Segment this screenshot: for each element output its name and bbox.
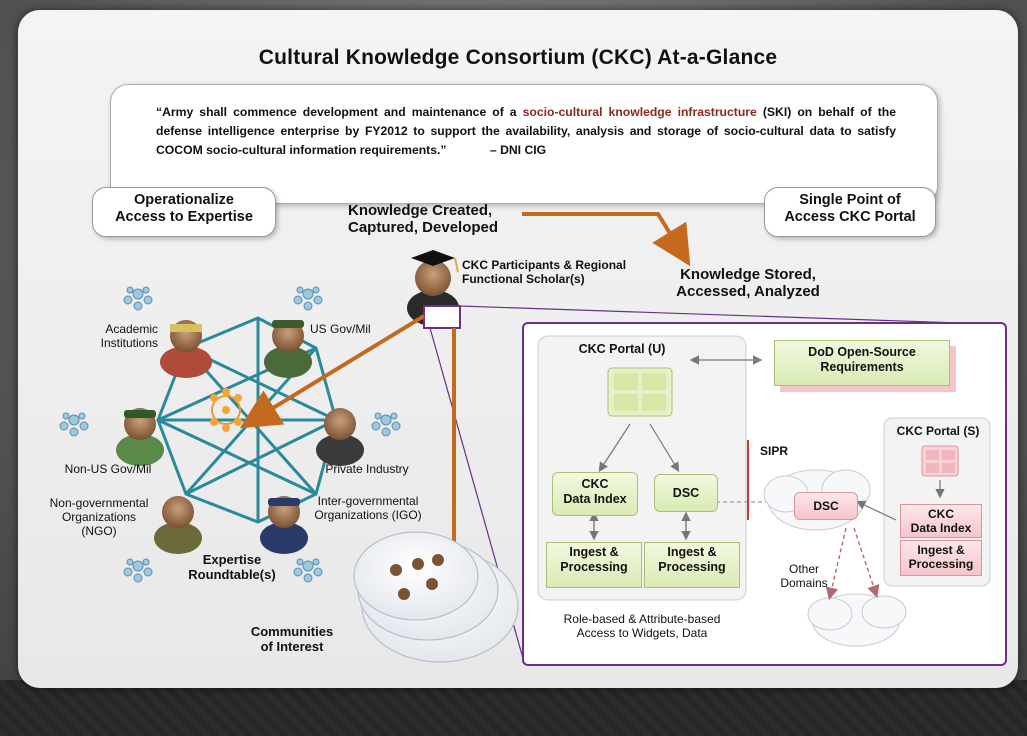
usgov-label: US Gov/Mil [310,322,371,336]
ckc-index-s-line1: CKC [928,507,954,521]
ngo-line1: Non-governmental [49,496,149,510]
usgov-avatar-icon [264,320,312,378]
scholar-line1: CKC Participants & Regional [462,258,627,272]
academic-avatar-icon [160,320,212,378]
access-line2: Access to Widgets, Data [576,626,708,640]
portal-u-label: CKC Portal (U) [578,342,666,356]
roundtable-label: Expertise Roundtable(s) [182,552,282,582]
academic-label: Academic Institutions [68,322,158,350]
molecule-icon [371,412,401,437]
access-label: Role-based & Attribute-based Access to W… [542,612,742,640]
molecule-icon [293,286,323,311]
ngo-line3: (NGO) [81,524,117,538]
portal-s-label: CKC Portal (S) [896,424,980,438]
knowledge-stored-label: Knowledge Stored, Accessed, Analyzed [658,266,838,300]
nonus-avatar-icon [116,408,164,466]
dod-line1: DoD Open-Source [808,345,916,359]
portal-grid-icon [607,367,673,417]
created-line1: Knowledge Created, [348,202,493,219]
ngo-label: Non-governmental Organizations (NGO) [40,496,158,538]
other-domains-cloud [807,593,907,647]
quote-text: “Army shall commence development and mai… [156,103,896,160]
panel-link-line [459,305,991,325]
quote-part1: “Army shall commence development and mai… [156,105,523,119]
dod-box: DoD Open-Source Requirements [774,340,950,386]
communities-line1: Communities [250,624,334,639]
ingest-s-box: Ingest & Processing [900,540,982,576]
molecule-icon [293,558,323,583]
ingest-s-line1: Ingest & [917,543,965,557]
stored-line2: Accessed, Analyzed [676,283,820,300]
ingest-2-line1: Ingest & [667,545,717,559]
communities-cloud [353,531,519,663]
igo-line2: Organizations (IGO) [314,508,422,522]
created-line2: Captured, Developed [348,219,499,236]
other-line1: Other [788,562,819,576]
diagram-graphics [59,212,991,663]
communities-line2: of Interest [260,639,324,654]
access-line1: Role-based & Attribute-based [563,612,721,626]
ingest-2-line2: Processing [658,560,726,574]
scholar-line2: Functional Scholar(s) [462,272,585,286]
dod-line2: Requirements [820,360,904,374]
quote-part2: (SKI) on behalf of the defense intellige… [156,105,896,157]
ckc-data-index-box: CKC Data Index [552,472,638,516]
portal-s-grid-icon [921,445,959,477]
dsc-sipr-box: DSC [794,492,858,520]
operationalize-line2: Access to Expertise [115,209,253,225]
flow-arrow [522,212,691,267]
slide: Cultural Knowledge Consortium (CKC) At-a… [18,10,1018,688]
igo-avatar-icon [260,496,308,554]
single-point-line1: Single Point of [799,192,901,208]
ingest-box-1: Ingest & Processing [546,542,642,588]
academic-line1: Academic [105,322,158,336]
scholar-to-roundtable-arrow [239,314,426,429]
ngo-line2: Organizations [61,510,137,524]
roundtable-line2: Roundtable(s) [188,567,276,582]
other-domains-label: Other Domains [774,562,834,590]
quote-box: “Army shall commence development and mai… [110,84,938,204]
single-point-line2: Access CKC Portal [784,209,916,225]
roundtable-line1: Expertise [202,552,262,567]
molecule-icon [123,558,153,583]
igo-line1: Inter-governmental [317,494,419,508]
ckc-index-s-line2: Data Index [910,521,972,535]
ingest-1-line2: Processing [560,560,628,574]
knowledge-created-label: Knowledge Created, Captured, Developed [348,202,518,236]
academic-line2: Institutions [100,336,158,350]
ckc-data-index-s-box: CKC Data Index [900,504,982,538]
operationalize-pill: Operationalize Access to Expertise [92,187,276,237]
dsc-box: DSC [654,474,718,512]
scholar-frame [423,305,461,329]
ingest-box-2: Ingest & Processing [644,542,740,588]
molecule-icon [59,412,89,437]
single-point-pill: Single Point of Access CKC Portal [764,187,936,237]
roundtable-node-icon [210,388,242,432]
ingest-s-line2: Processing [908,557,974,571]
stored-line1: Knowledge Stored, [680,266,816,283]
bottom-band [0,680,1027,736]
quote-attribution: – DNI CIG [489,143,547,157]
molecule-icon [123,286,153,311]
ckc-index-line1: CKC [581,477,609,491]
communities-label: Communities of Interest [242,624,342,654]
portal-panel: CKC Portal (U) DoD Open-Source Requireme… [522,322,1007,666]
igo-label: Inter-governmental Organizations (IGO) [308,494,428,522]
page-title: Cultural Knowledge Consortium (CKC) At-a… [258,46,778,69]
private-industry-avatar-icon [316,408,364,466]
ingest-1-line1: Ingest & [569,545,619,559]
scholar-label: CKC Participants & Regional Functional S… [462,258,662,286]
ckc-index-line2: Data Index [563,492,627,506]
operationalize-line1: Operationalize [134,192,234,208]
quote-highlight: socio-cultural knowledge infrastructure [522,105,757,119]
other-line2: Domains [780,576,828,590]
sipr-label: SIPR [760,444,789,458]
ngo-avatar-icon [154,496,202,554]
private-industry-label: Private Industry [325,462,409,476]
nonus-label: Non-US Gov/Mil [64,462,152,476]
